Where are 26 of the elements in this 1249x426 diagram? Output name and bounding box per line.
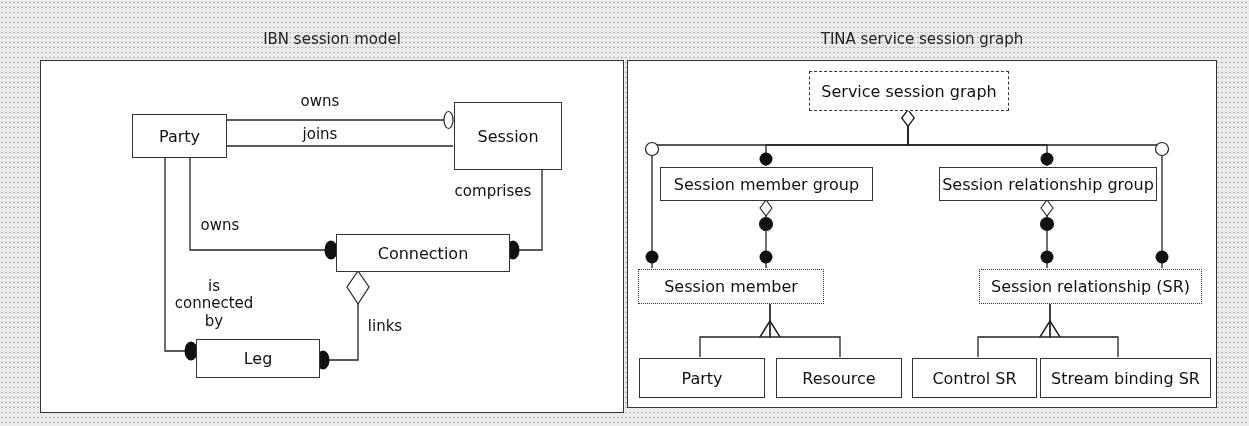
connector-line <box>225 110 454 130</box>
entity-box: Session relationship (SR) <box>979 269 1202 304</box>
entity-box: Session relationship group <box>939 167 1157 201</box>
entity-box: Session <box>454 102 562 170</box>
entity-box: Party <box>639 358 765 398</box>
entity-box: Stream binding SR <box>1040 358 1211 398</box>
entity-box: Leg <box>196 339 320 378</box>
edge-label: comprises <box>452 183 534 201</box>
entity-box: Connection <box>336 234 510 272</box>
connector-line <box>189 156 338 260</box>
entity-box: Session member group <box>660 167 873 201</box>
entity-box: Resource <box>776 358 902 398</box>
connector-line <box>1040 199 1054 269</box>
entity-box: Control SR <box>912 358 1037 398</box>
connector-line <box>901 109 1169 269</box>
panel-title: TINA service session graph <box>819 30 1025 48</box>
entity-box: Party <box>132 114 227 158</box>
connector-line <box>1039 302 1119 358</box>
connector-line <box>225 145 454 147</box>
connector-line <box>759 302 841 358</box>
edge-label: joins <box>300 126 340 144</box>
panel-title: IBN session model <box>262 30 402 48</box>
entity-box: Service session graph <box>809 71 1009 111</box>
connector-line <box>759 199 773 269</box>
entity-box: Session member <box>638 269 824 304</box>
connector-line <box>164 156 198 361</box>
